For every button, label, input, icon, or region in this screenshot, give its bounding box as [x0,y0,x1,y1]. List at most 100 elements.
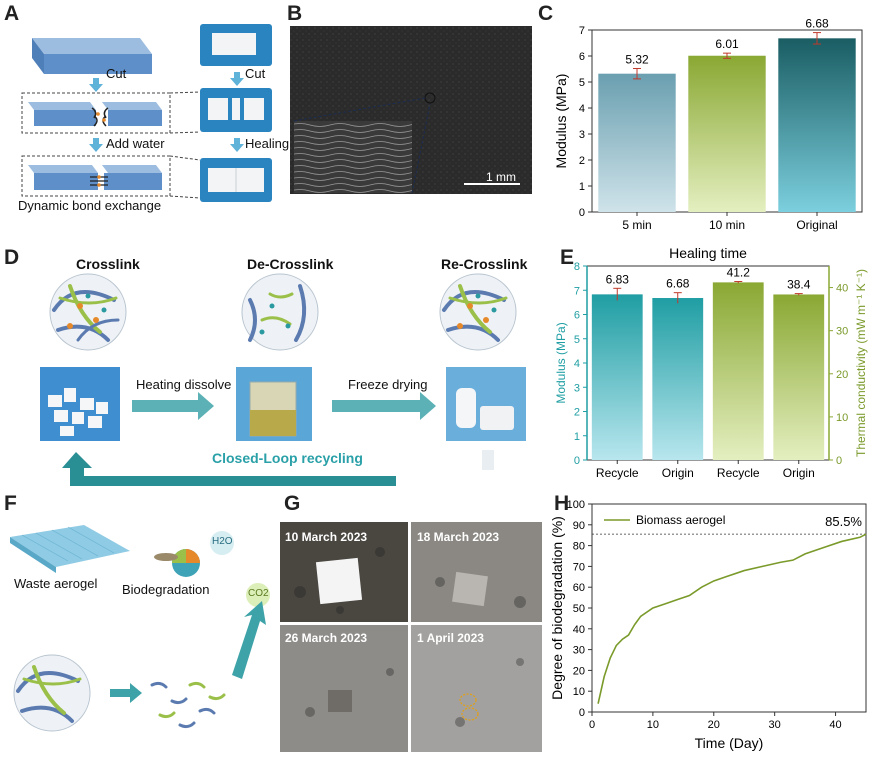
chart-h-xlabel: Time (Day) [695,735,764,751]
label-add-water: Add water [106,136,165,151]
chart-h-xtick-label: 10 [647,719,659,731]
chart-c-category-label: 5 min [622,218,651,232]
photo-date-3: 26 March 2023 [285,631,368,645]
chart-e-ytick-left-label: 1 [574,431,580,443]
chart-h-ytick-label: 80 [573,541,585,553]
panel-a-illustration [21,24,272,202]
chart-e-ytick-right-label: 10 [836,412,848,424]
chart-e-bar [652,298,704,460]
chart-h-ytick-label: 100 [567,499,585,511]
chart-e-value-label: 41.2 [727,266,751,280]
label-cut-right: Cut [245,66,266,81]
chart-e-value-label: 6.83 [606,272,630,286]
photo-date-1: 10 March 2023 [285,530,368,544]
panel-label-g: G [284,492,301,515]
chart-h-xtick-label: 0 [589,719,595,731]
chart-e-ylabel-left: Modulus (MPa) [555,322,568,403]
chart-e-ytick-right-label: 0 [836,455,842,467]
panel-d-illustration [40,273,526,486]
chart-h-ytick-label: 50 [573,603,585,615]
chart-h-xtick-label: 20 [708,719,720,731]
label-closed-loop-recycling: Closed-Loop recycling [212,450,363,466]
chart-c-category-label: Original [796,218,837,232]
panel-label-c: C [538,2,554,25]
sem-scale-bar-label: 1 mm [486,170,516,184]
chart-e-category-label: Origin [783,466,815,480]
chart-h-ytick-label: 20 [573,665,585,677]
chart-c-value-label: 6.01 [715,37,739,51]
photo-date-2: 18 March 2023 [417,530,500,544]
chart-e-ytick-right-label: 20 [836,369,848,381]
label-co2: CO2 [248,588,269,599]
chart-c-ytick-label: 1 [579,181,585,193]
label-re-crosslink: Re-Crosslink [441,256,528,272]
panel-g-photos [280,522,542,752]
label-dynamic-bond-exchange: Dynamic bond exchange [18,198,162,213]
chart-c-ytick-label: 6 [579,51,585,63]
label-healing: Healing [245,136,290,151]
chart-c-ytick-label: 7 [579,25,585,37]
chart-e: Healing time 0 1 2 3 4 5 6 7 8 0 10 20 30 40 6.83Recycl… [555,245,868,480]
photo-date-4: 1 April 2023 [417,631,484,645]
chart-e-ytick-left-label: 2 [574,407,580,419]
label-waste-aerogel: Waste aerogel [14,576,98,591]
chart-e-title: Healing time [669,245,747,261]
panel-label-b: B [287,2,303,25]
chart-e-value-label: 38.4 [787,278,811,292]
panel-label-a: A [4,2,20,25]
chart-e-ytick-left-label: 7 [574,285,580,297]
chart-c-bar [598,73,676,213]
chart-h-series-line [597,533,867,704]
chart-c-ylabel: Modulus (MPa) [553,74,569,169]
chart-e-category-label: Recycle [596,466,639,480]
chart-h-legend-label: Biomass aerogel [636,513,725,527]
chart-c-value-label: 6.68 [805,18,829,31]
chart-e-category-label: Recycle [717,466,760,480]
chart-h-ytick-label: 0 [579,707,585,719]
chart-h-frame [591,503,867,713]
chart-e-bar [591,294,643,460]
chart-h-ytick-label: 40 [573,624,585,636]
label-biodegradation: Biodegradation [122,582,210,597]
chart-e-ytick-left-label: 8 [574,261,580,273]
panel-label-d: D [4,246,20,269]
chart-e-value-label: 6.68 [666,277,690,291]
panel-label-h: H [554,492,570,515]
chart-e-ytick-right-label: 30 [836,326,848,338]
chart-c-ytick-label: 3 [579,129,585,141]
chart-c-bar [778,38,856,212]
chart-e-ytick-left-label: 6 [574,310,580,322]
label-cut-left: Cut [106,66,127,81]
chart-c-category-label: 10 min [709,218,745,232]
panel-f-illustration [10,525,270,732]
chart-h-ytick-label: 10 [573,686,585,698]
sem-image [290,26,532,194]
chart-e-ytick-left-label: 4 [574,358,580,370]
chart-c-ytick-label: 5 [579,77,585,89]
label-h2o: H2O [212,536,233,547]
chart-h-xtick-label: 40 [829,719,841,731]
chart-e-ylabel-right: Thermal conductivity (mW m⁻¹ K⁻¹) [854,269,868,457]
chart-e-ytick-left-label: 3 [574,382,580,394]
label-heating-dissolve: Heating dissolve [136,377,232,392]
chart-c-ytick-label: 2 [579,155,585,167]
chart-c-ytick-label: 4 [579,103,585,115]
chart-e-bar [712,282,764,460]
chart-c-bar [688,55,766,212]
label-de-crosslink: De-Crosslink [247,256,334,272]
label-crosslink: Crosslink [76,256,140,272]
label-freeze-drying: Freeze drying [348,377,428,392]
chart-h-ytick-label: 60 [573,582,585,594]
chart-h-ytick-label: 30 [573,645,585,657]
chart-e-ytick-left-label: 0 [574,455,580,467]
chart-e-category-label: Origin [662,466,694,480]
chart-c-value-label: 5.32 [625,52,649,66]
chart-e-bar [773,294,825,460]
chart-h-annotation: 85.5% [825,514,862,529]
chart-e-ytick-left-label: 5 [574,334,580,346]
chart-h-xtick-label: 30 [769,719,781,731]
chart-c-ytick-label: 0 [579,207,585,219]
chart-e-ytick-right-label: 40 [836,283,848,295]
